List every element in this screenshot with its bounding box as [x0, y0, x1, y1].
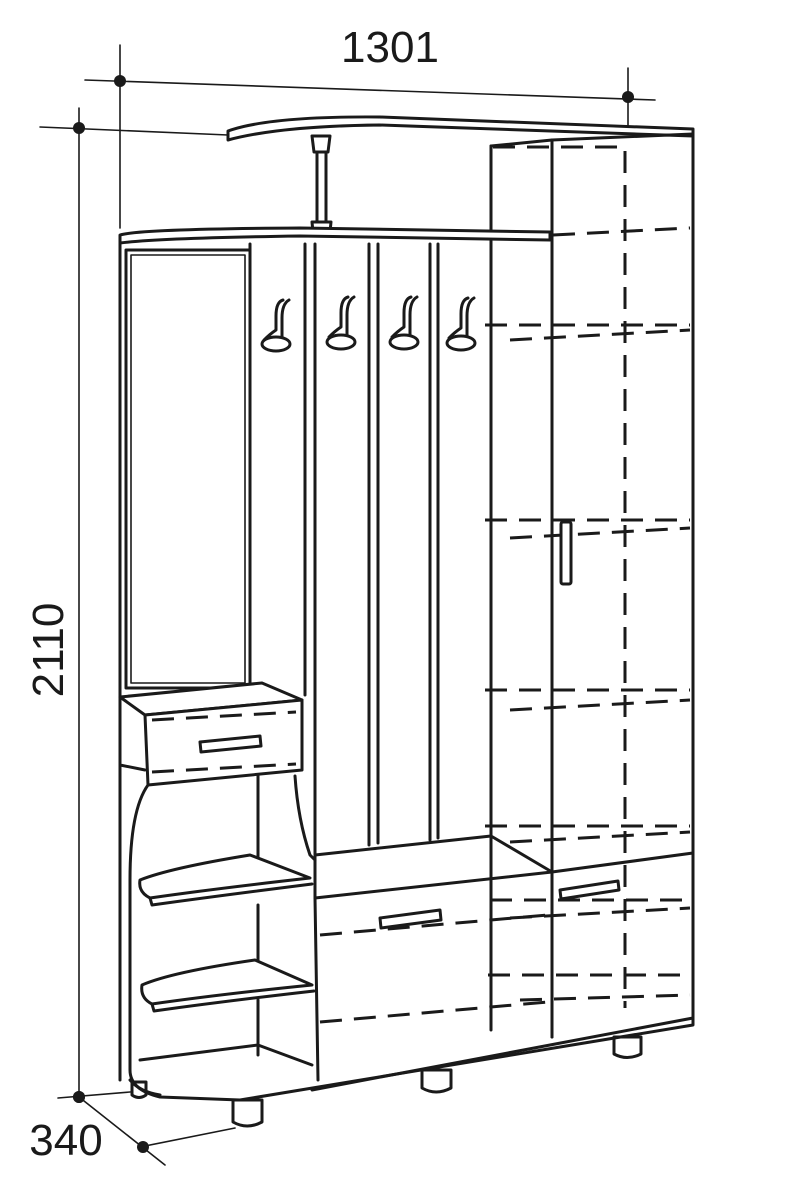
- height-label: 2110: [24, 603, 73, 698]
- dimension-depth: 340: [29, 1091, 236, 1166]
- top-canopy: [226, 115, 695, 234]
- open-shelves: [128, 773, 317, 1102]
- coat-hook-4: [445, 296, 477, 352]
- coat-hook-2: [325, 295, 357, 351]
- width-label: 1301: [341, 23, 439, 72]
- dimension-width: 1301: [84, 23, 656, 229]
- legs: [130, 1035, 643, 1128]
- plinth: [128, 1016, 695, 1102]
- bench-drawer: [313, 834, 554, 1082]
- small-drawer: [118, 681, 304, 787]
- wardrobe-cabinet: [485, 132, 695, 1039]
- coat-hook-3: [388, 295, 420, 351]
- coat-hook-1: [260, 298, 292, 353]
- mirror-section: [118, 241, 252, 1082]
- depth-label: 340: [29, 1116, 102, 1165]
- dimension-height: 2110: [24, 107, 229, 1103]
- coat-panel: [118, 226, 552, 857]
